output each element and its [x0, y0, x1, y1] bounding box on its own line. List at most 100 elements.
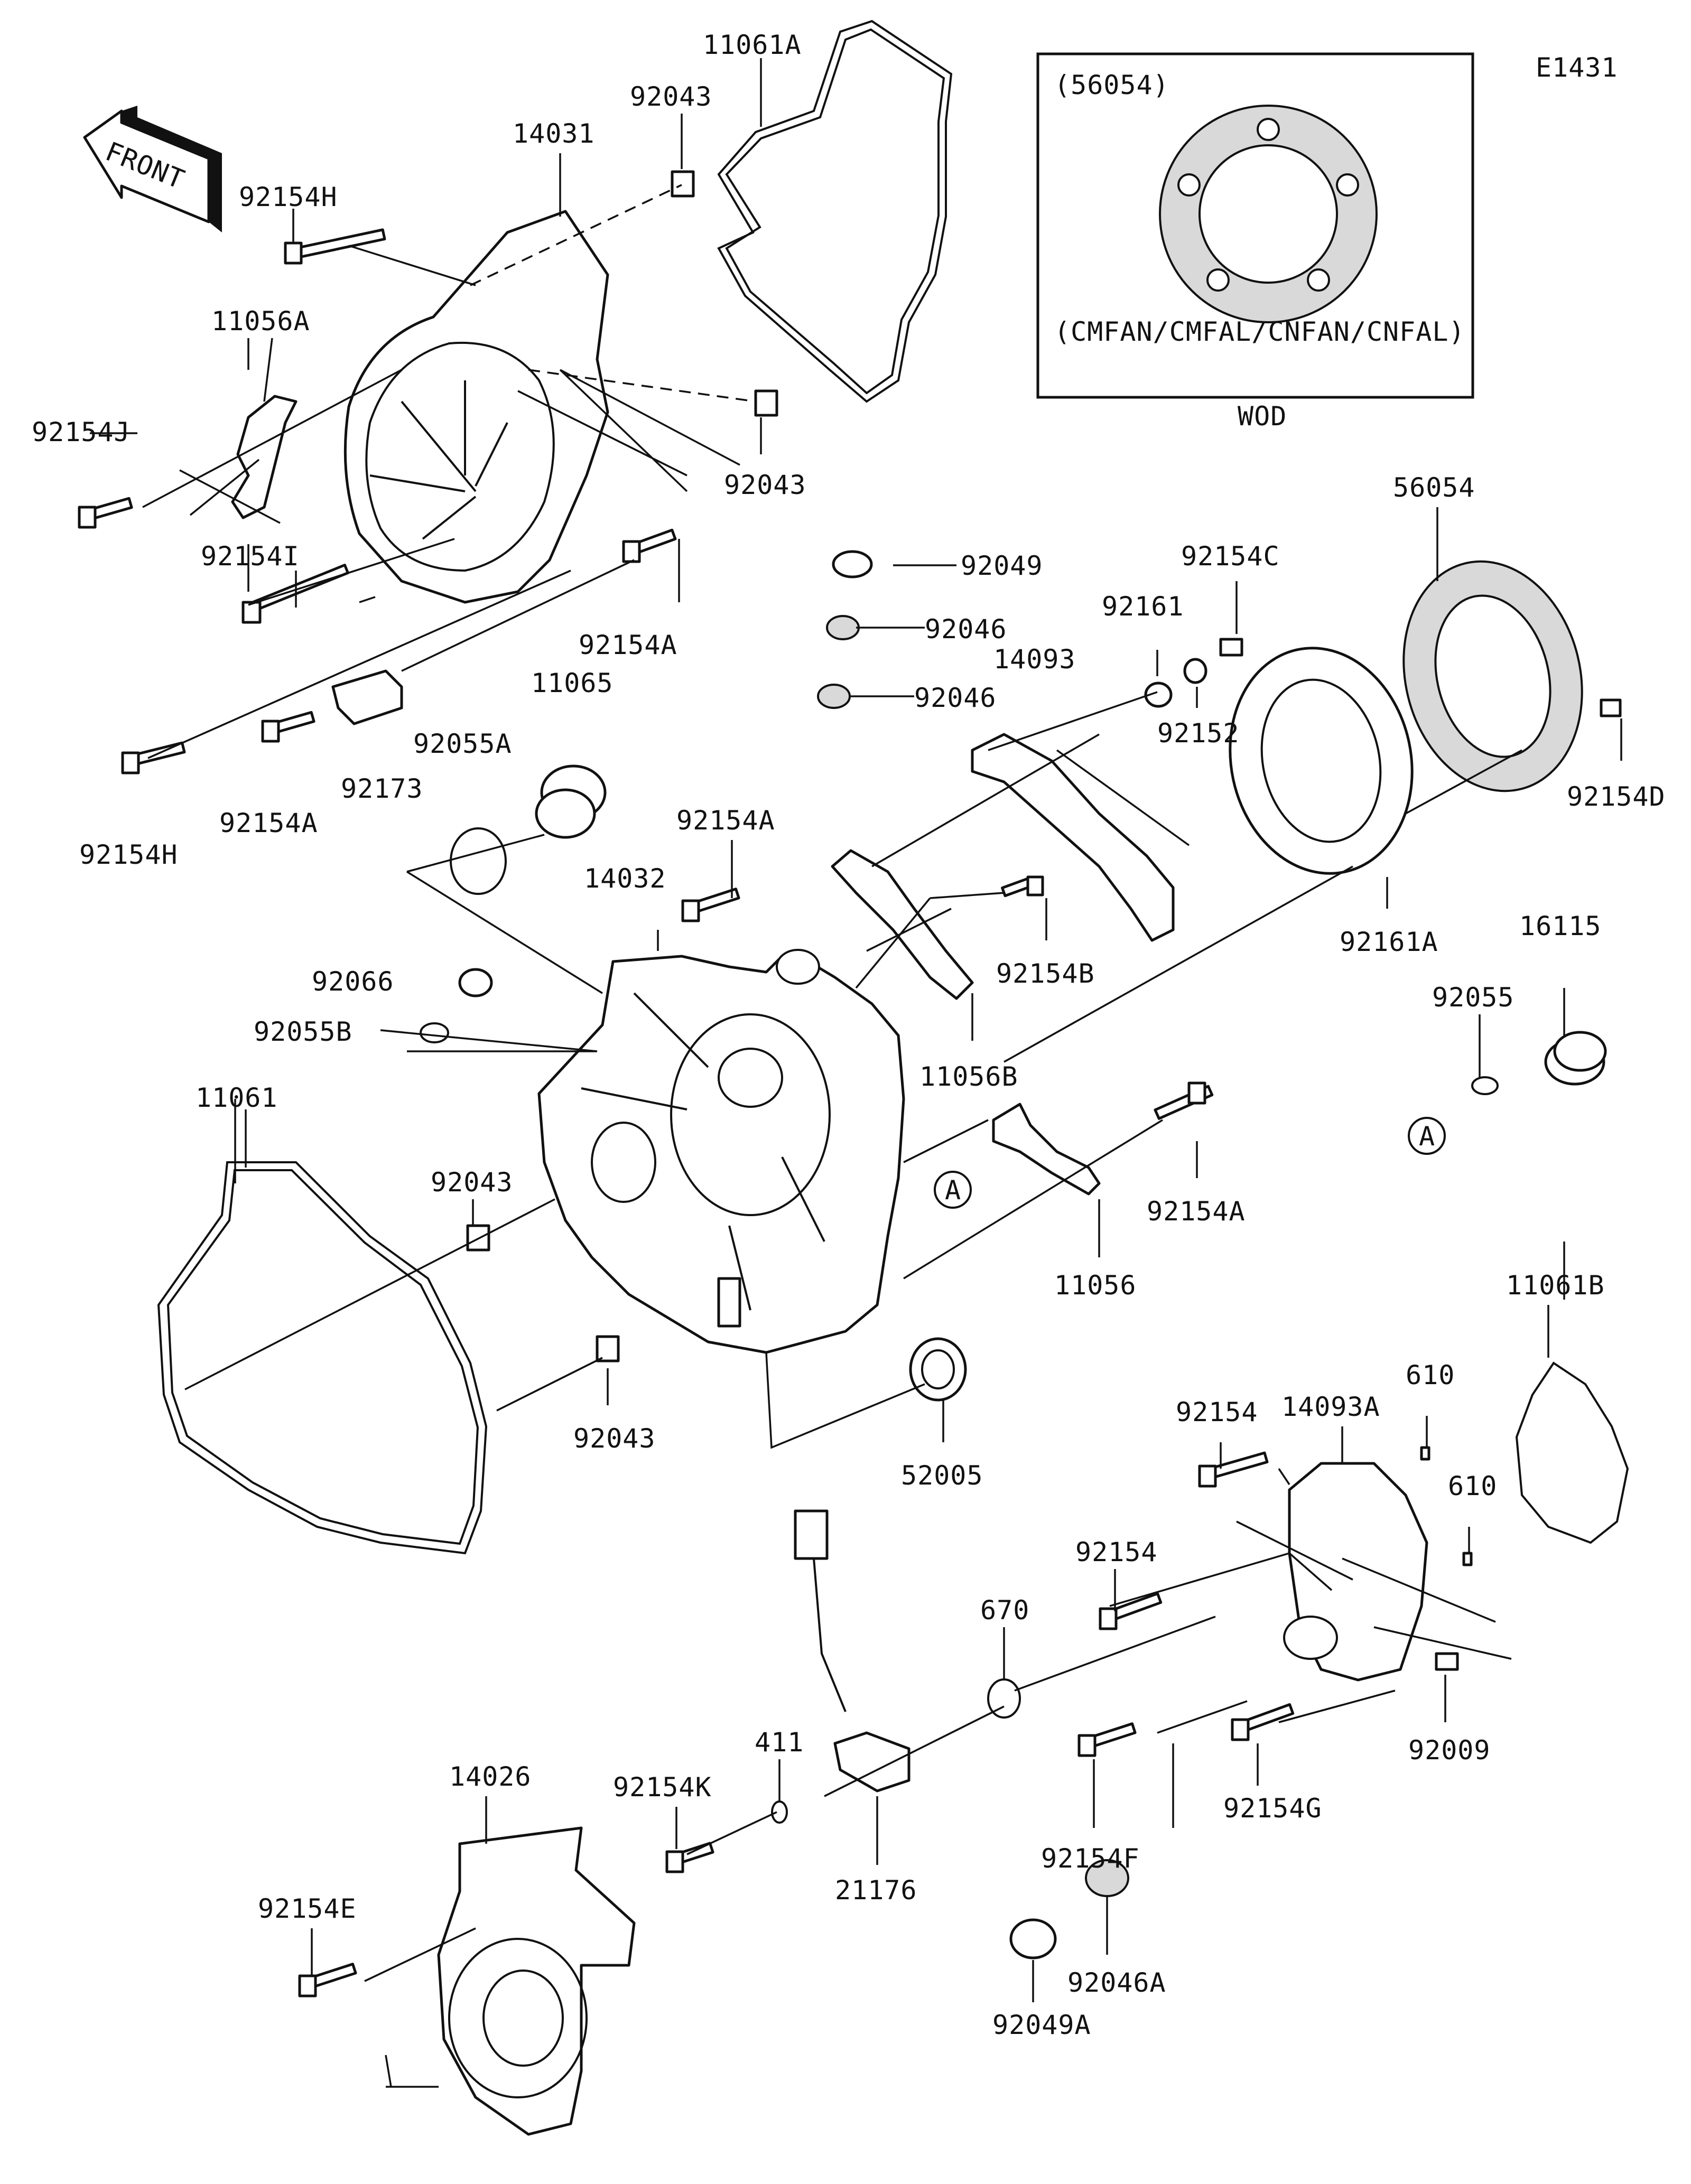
- bolt-92154A-3: [681, 888, 740, 922]
- bracket-11056A: [231, 395, 298, 519]
- plug-92066: [458, 968, 493, 997]
- bolt-92009: [1435, 1652, 1459, 1671]
- label-92046-1: 92046: [925, 614, 1007, 645]
- label-11061B: 11061B: [1506, 1270, 1605, 1301]
- inset-caption: WOD: [1238, 401, 1287, 432]
- oring-92055A: [450, 827, 507, 895]
- washer-411: [771, 1800, 788, 1824]
- bearing-92046A: [1085, 1859, 1129, 1897]
- label-92055: 92055: [1432, 982, 1515, 1013]
- label-92154C: 92154C: [1181, 541, 1280, 572]
- gasket-11061B: [1515, 1361, 1629, 1544]
- label-92161A: 92161A: [1340, 927, 1438, 957]
- label-14093: 14093: [993, 644, 1076, 675]
- part-labels: 11061A 92043 14031 92154H 11056A 92154J …: [32, 30, 1666, 2040]
- plug-11065: [535, 764, 607, 839]
- bracket-11056: [992, 1103, 1101, 1196]
- cover-14093A: [1283, 1462, 1428, 1682]
- bearing-92046-2: [817, 684, 851, 709]
- label-14032: 14032: [584, 863, 666, 894]
- assembly-lines: [142, 184, 1522, 2088]
- label-11061A: 11061A: [703, 30, 802, 60]
- washer-92161: [1144, 682, 1173, 708]
- label-11056A: 11056A: [211, 306, 310, 337]
- label-92046A: 92046A: [1067, 1967, 1166, 1998]
- seal-92049: [832, 550, 873, 578]
- bolt-92154B: [1001, 875, 1044, 898]
- bolt-92154-2: [1099, 1592, 1163, 1630]
- label-92046-2: 92046: [914, 683, 997, 713]
- label-92154G: 92154G: [1223, 1793, 1322, 1824]
- washer-92055B: [420, 1022, 449, 1043]
- bolt-92154F: [1077, 1722, 1137, 1757]
- callout-A-1: A: [934, 1171, 972, 1209]
- diagram-code: E1431: [1536, 52, 1618, 83]
- label-14031: 14031: [513, 118, 595, 149]
- label-92154I: 92154I: [201, 541, 300, 572]
- label-11065: 11065: [531, 668, 614, 698]
- label-670: 670: [980, 1595, 1029, 1626]
- label-92154A-3: 92154A: [676, 805, 775, 836]
- label-16115: 16115: [1519, 911, 1602, 941]
- label-92055B: 92055B: [254, 1016, 352, 1047]
- label-92154B: 92154B: [996, 958, 1095, 989]
- dowel-92043-mid: [754, 389, 778, 417]
- label-92154H-low: 92154H: [79, 839, 178, 870]
- bolt-92154E: [298, 1963, 357, 1998]
- label-92154H-top: 92154H: [239, 182, 338, 212]
- bolt-92154A-1: [622, 528, 677, 563]
- label-11056B: 11056B: [919, 1061, 1018, 1092]
- bolt-92154K: [665, 1842, 714, 1873]
- bolt-92154-1: [1198, 1451, 1269, 1488]
- label-92055A: 92055A: [413, 729, 512, 759]
- label-92154K: 92154K: [613, 1772, 712, 1803]
- label-610-1: 610: [1406, 1360, 1455, 1390]
- label-92154A-2: 92154A: [219, 808, 318, 838]
- pin-610-1: [1420, 1446, 1430, 1461]
- bolt-92154G: [1231, 1703, 1295, 1741]
- label-14026: 14026: [449, 1761, 532, 1792]
- pin-610-2: [1462, 1552, 1473, 1566]
- label-92173: 92173: [341, 773, 423, 804]
- bolt-92154H-top: [284, 228, 386, 265]
- label-92154J: 92154J: [32, 417, 131, 447]
- label-21176: 21176: [835, 1875, 917, 1906]
- collar-92152: [1183, 658, 1207, 684]
- cover-56054: [1402, 560, 1583, 792]
- gasket-11061A: [717, 20, 953, 403]
- bolt-92154A-2: [261, 711, 315, 743]
- label-92154D: 92154D: [1567, 781, 1666, 812]
- label-92154-1: 92154: [1176, 1397, 1258, 1427]
- label-92066: 92066: [312, 966, 394, 997]
- sensor-21176: [794, 1509, 910, 1793]
- inset-wod: (56054) (CMFAN/CMFAL/CNFAN/CNFAL) WOD: [1036, 52, 1474, 432]
- gasket-11061: [157, 1161, 488, 1555]
- label-92043-low: 92043: [431, 1167, 513, 1198]
- bolt-92154C: [1219, 638, 1243, 657]
- bolt-92154H-low: [121, 741, 186, 774]
- label-92154A-1: 92154A: [579, 630, 677, 660]
- seal-52005: [909, 1337, 967, 1402]
- label-92049A: 92049A: [992, 2010, 1091, 2040]
- gasket-92161A: [1229, 647, 1414, 875]
- label-610-2: 610: [1448, 1471, 1497, 1501]
- label-56054: 56054: [1393, 472, 1475, 503]
- cover-14032: [537, 949, 905, 1354]
- cap-92173: [331, 669, 403, 725]
- label-92043-bottom: 92043: [573, 1423, 656, 1454]
- washer-92055: [1471, 1076, 1499, 1095]
- label-52005: 52005: [901, 1460, 983, 1491]
- label-92154E: 92154E: [258, 1893, 357, 1924]
- bolt-92154A-4: [1154, 1081, 1214, 1120]
- cap-16115: [1544, 1031, 1607, 1086]
- inset-part-ref: (56054): [1054, 70, 1169, 100]
- label-11056: 11056: [1054, 1270, 1137, 1301]
- label-92152: 92152: [1157, 718, 1240, 749]
- cover-14031: [343, 210, 609, 604]
- front-arrow-icon: FRONT: [83, 106, 222, 232]
- inset-models: (CMFAN/CMFAL/CNFAN/CNFAL): [1054, 316, 1465, 347]
- dowel-92043-top: [671, 170, 695, 198]
- cover-14026: [437, 1826, 636, 2136]
- callout-A-2: A: [1408, 1117, 1446, 1155]
